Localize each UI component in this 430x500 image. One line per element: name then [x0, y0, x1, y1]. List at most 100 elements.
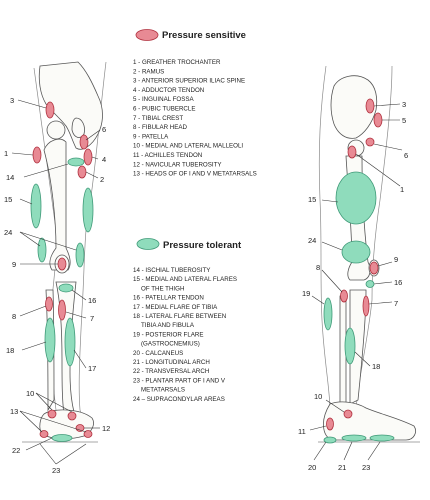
front-label-3: 3 — [10, 96, 14, 105]
legend-item: 21 - LONGITUDINAL ARCH — [133, 359, 210, 366]
side-leader-lines — [309, 103, 403, 461]
front-zone-12 — [75, 424, 85, 432]
front-label-18: 18 — [6, 346, 14, 355]
legend-item: 3 - ANTERIOR SUPERIOR ILIAC SPINE — [133, 78, 245, 85]
front-label-13: 13 — [10, 407, 18, 416]
front-zone-18 — [44, 317, 56, 363]
legend-item: METATARSALS — [141, 387, 185, 394]
side-zones — [323, 98, 395, 444]
legend-item: 15 - MEDIAL AND LATERAL FLARES — [133, 276, 237, 283]
legend-item: 22 - TRANSVERSAL ARCH — [133, 368, 209, 375]
side-zone-11 — [326, 417, 334, 431]
front-zone-14 — [67, 157, 85, 167]
front-label-23: 23 — [52, 466, 60, 475]
side-zone-18 — [344, 327, 356, 365]
front-obturator — [71, 117, 85, 138]
front-pelvis — [38, 61, 103, 150]
front-zones — [30, 101, 94, 442]
side-label-9: 9 — [394, 255, 398, 264]
front-femoral-head — [46, 120, 66, 140]
side-zone-6 — [365, 137, 375, 147]
legend-item: 1 - GREATHER TROCHANTER — [133, 59, 221, 66]
front-femur — [43, 138, 71, 271]
legend-item: 24 – SUPRACONDYLAR AREAS — [133, 396, 225, 403]
legend-tolerant-title: Pressure tolerant — [163, 240, 242, 251]
front-zone-3 — [45, 101, 55, 119]
legend-item: 6 - PUBIC TUBERCLE — [133, 106, 195, 113]
front-label-8: 8 — [12, 312, 16, 321]
front-zone-7 — [58, 299, 66, 321]
legend-item: 11 - ACHILLES TENDON — [133, 152, 202, 159]
front-label-4: 4 — [102, 155, 106, 164]
side-label-18: 18 — [372, 362, 380, 371]
front-zone-15a — [30, 183, 42, 229]
legend-item: 17 - MEDIAL FLARE OF TIBIA — [133, 304, 218, 311]
front-label-1: 1 — [4, 149, 8, 158]
front-zone-2 — [77, 165, 87, 179]
front-zone-24b — [75, 242, 85, 268]
side-label-1: 1 — [400, 185, 404, 194]
side-zone-20 — [323, 436, 337, 444]
legend-item: 4 - ADDUCTOR TENDON — [133, 87, 204, 94]
front-labels: 3 1 14 15 24 9 8 18 10 13 22 23 6 4 2 16… — [4, 96, 110, 475]
legend-item: OF THE THIGH — [141, 285, 184, 292]
side-label-3: 3 — [402, 100, 406, 109]
side-zone-15 — [335, 171, 377, 225]
side-zone-8 — [340, 289, 348, 303]
legend-item: 18 - LATERAL FLARE BETWEEN — [133, 313, 226, 320]
front-label-9: 9 — [12, 260, 16, 269]
legend-sensitive-list: 1 - GREATHER TROCHANTER 2 - RAMUS 3 - ANTE… — [133, 59, 257, 178]
side-label-16: 16 — [394, 278, 402, 287]
legend-sensitive-swatch — [135, 29, 159, 41]
front-zone-22 — [51, 434, 73, 442]
side-zone-21 — [341, 434, 367, 442]
side-label-8: 8 — [316, 263, 320, 272]
legend-item: 12 - NAVICULAR TUBEROSITY — [133, 161, 221, 168]
legend-tolerant: Pressure tolerant 14 - ISCHIAL TUBEROSIT… — [133, 238, 242, 403]
front-view-leg — [22, 61, 107, 443]
legend-item: 9 - PATELLA — [133, 133, 169, 140]
legend-item: 14 - ISCHIAL TUBEROSITY — [133, 267, 210, 274]
front-label-7: 7 — [90, 314, 94, 323]
side-label-21: 21 — [338, 463, 346, 472]
front-zone-13a — [39, 430, 49, 438]
side-label-5: 5 — [402, 116, 406, 125]
front-zone-10b — [67, 411, 77, 421]
front-leader-lines — [11, 99, 101, 465]
front-label-10: 10 — [26, 389, 34, 398]
side-pelvis — [330, 75, 378, 139]
legend-sensitive: Pressure sensitive 1 - GREATHER TROCHANT… — [133, 29, 257, 178]
front-label-22: 22 — [12, 446, 20, 455]
front-label-24: 24 — [4, 228, 12, 237]
side-zone-19 — [323, 297, 333, 331]
front-label-6: 6 — [102, 125, 106, 134]
legend-item: 5 - INGUINAL FOSSA — [133, 96, 194, 103]
front-label-14: 14 — [6, 173, 14, 182]
side-label-6: 6 — [404, 151, 408, 160]
side-labels: 3 5 6 1 15 24 9 16 8 7 19 18 10 11 20 21… — [298, 100, 408, 472]
legend-item: 2 - RAMUS — [133, 68, 164, 75]
legend-item: 16 - PATELLAR TENDON — [133, 295, 204, 302]
front-zone-15b — [82, 187, 94, 233]
front-zone-1 — [32, 146, 42, 164]
front-label-15: 15 — [4, 195, 12, 204]
legend-item: 13 - HEADS OF OF I AND V METATARSALS — [133, 171, 257, 178]
side-label-7: 7 — [394, 299, 398, 308]
front-label-2: 2 — [100, 175, 104, 184]
legend-tolerant-swatch — [136, 238, 160, 250]
front-label-12: 12 — [102, 424, 110, 433]
front-label-16: 16 — [88, 296, 96, 305]
legend-item: 19 - POSTERIOR FLARE — [133, 331, 204, 338]
legend-item: 8 - FIBULAR HEAD — [133, 124, 188, 131]
front-zone-9 — [57, 257, 67, 271]
side-zone-10 — [343, 409, 353, 419]
side-zone-3 — [365, 98, 375, 114]
side-zone-5 — [373, 112, 383, 128]
front-zone-6 — [79, 134, 89, 150]
legend-item: 23 - PLANTAR PART OF I AND V — [133, 377, 226, 384]
front-zone-10a — [47, 409, 57, 419]
side-zone-23 — [369, 434, 395, 442]
front-zone-13b — [83, 430, 93, 438]
legend-sensitive-title: Pressure sensitive — [162, 30, 246, 41]
